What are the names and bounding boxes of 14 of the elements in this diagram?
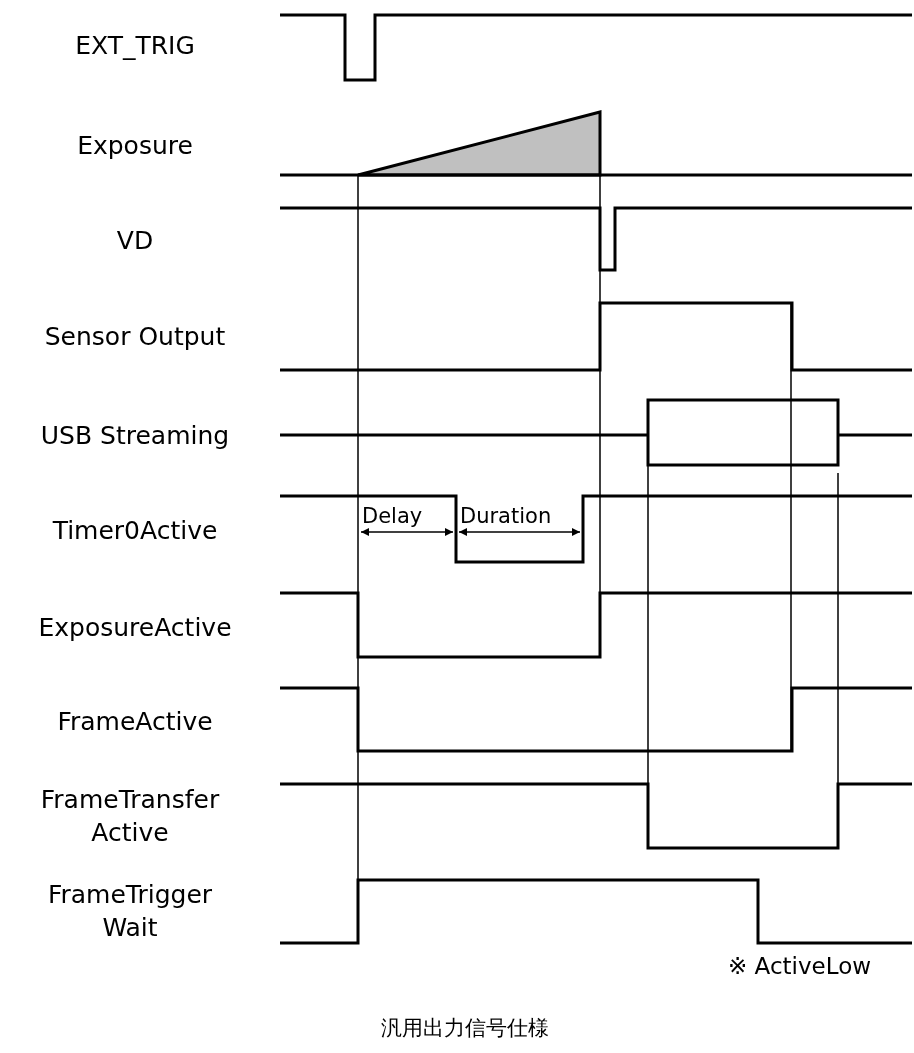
dimension-label: Delay	[362, 504, 423, 528]
signal-name: ExposureActive	[37, 611, 233, 644]
signal-name: EXT_TRIG	[74, 29, 196, 62]
signal-name: USB Streaming	[39, 419, 231, 452]
signal-name: Timer0Active	[51, 514, 219, 547]
note: ※ ActiveLow	[728, 954, 872, 978]
signal-name: VD	[115, 224, 155, 257]
signal-name: Sensor Output	[43, 320, 227, 353]
signal-name: FrameActive	[56, 705, 214, 738]
signal-name: FrameTrigger Wait	[46, 879, 214, 944]
dimension-label: Duration	[460, 504, 552, 528]
signal-name: Exposure	[76, 129, 194, 162]
signal-name: FrameTransfer Active	[39, 784, 221, 849]
caption: 汎用出力信号仕様	[380, 1016, 550, 1040]
